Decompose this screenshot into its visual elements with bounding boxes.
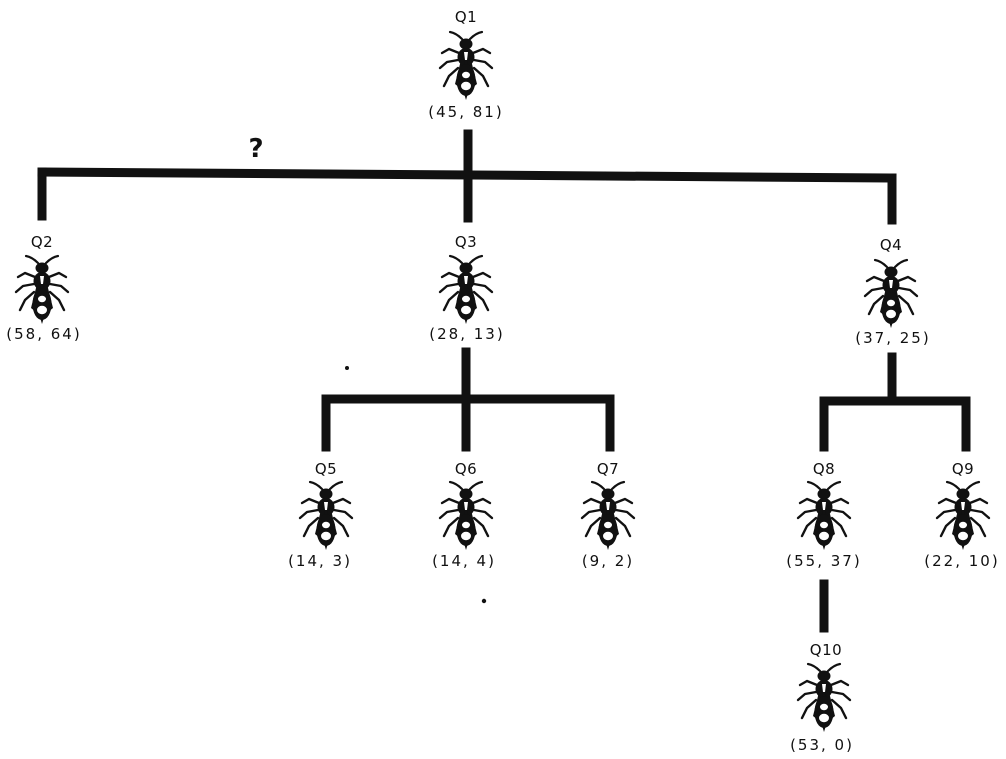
node-values: (55, 37) (786, 552, 861, 570)
node-label: Q3 (455, 233, 477, 251)
node-label: Q6 (455, 460, 477, 478)
scan-speck (345, 366, 349, 370)
node-values: (14, 4) (432, 552, 496, 570)
node-q6: Q6 (14, 4) (432, 460, 496, 570)
node-label: Q1 (455, 8, 477, 26)
node-label: Q2 (31, 233, 53, 251)
wasp-icon (796, 662, 852, 734)
wasp-icon (935, 480, 991, 552)
node-q3: Q3 (28, 13) (429, 233, 504, 343)
uncertain-link-mark: ? (248, 134, 263, 164)
node-values: (28, 13) (429, 325, 504, 343)
wasp-icon (796, 480, 852, 552)
node-label: Q8 (813, 460, 835, 478)
node-label: Q4 (880, 236, 902, 254)
wasp-icon (580, 480, 636, 552)
wasp-icon (298, 480, 354, 552)
node-q5: Q5 (14, 3) (288, 460, 354, 570)
wasp-icon (863, 258, 919, 330)
tree-branches (37, 129, 971, 633)
node-values: (14, 3) (288, 552, 352, 570)
node-values: (53, 0) (790, 736, 854, 754)
node-q1: Q1 (45, 81) (428, 8, 503, 121)
node-q8: Q8 (55, 37) (786, 460, 861, 570)
node-q4: Q4 (37, 25) (855, 236, 930, 347)
node-label: Q5 (315, 460, 337, 478)
node-label: Q10 (810, 641, 842, 659)
node-label: Q9 (952, 460, 974, 478)
node-q9: Q9 (22, 10) (924, 460, 999, 570)
node-values: (37, 25) (855, 329, 930, 347)
node-values: (45, 81) (428, 103, 503, 121)
node-values: (22, 10) (924, 552, 999, 570)
wasp-icon (438, 480, 494, 552)
wasp-icon (438, 254, 494, 326)
node-label: Q7 (597, 460, 619, 478)
node-q10: Q10 (53, 0) (790, 641, 854, 754)
node-q7: Q7 (9, 2) (580, 460, 636, 570)
wasp-icon (438, 30, 494, 102)
node-values: (9, 2) (582, 552, 634, 570)
wasp-icon (14, 254, 70, 326)
node-q2: Q2 (58, 64) (6, 233, 81, 343)
node-values: (58, 64) (6, 325, 81, 343)
scan-speck (481, 598, 487, 604)
